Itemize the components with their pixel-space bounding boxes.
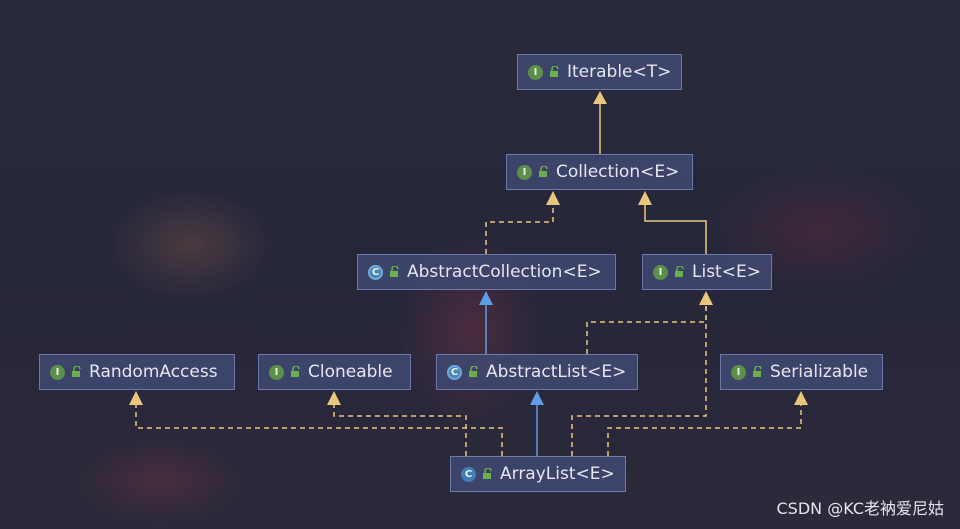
arrow-head <box>327 391 341 405</box>
unlock-icon <box>72 366 81 377</box>
unlock-icon <box>390 266 399 277</box>
unlock-icon <box>753 366 762 377</box>
node-label: RandomAccess <box>89 362 218 382</box>
edge-arraylist-cloneable <box>333 403 467 456</box>
node-list[interactable]: I List<E> <box>642 254 772 290</box>
node-cloneable[interactable]: I Cloneable <box>258 354 411 390</box>
node-label: Collection<E> <box>556 162 680 182</box>
class-icon: C <box>461 466 476 482</box>
node-abstract-list[interactable]: C AbstractList<E> <box>436 354 638 390</box>
arrow-head <box>699 291 713 305</box>
node-iterable[interactable]: I Iterable<T> <box>517 54 682 90</box>
interface-icon: I <box>269 364 284 380</box>
arrow-head <box>546 191 560 205</box>
edge-list-collection <box>644 203 707 254</box>
node-label: Cloneable <box>308 362 393 382</box>
edge-abstractlist-list <box>586 303 707 354</box>
arrow-head <box>593 91 607 104</box>
interface-icon: I <box>653 264 668 280</box>
unlock-icon <box>469 366 478 377</box>
node-label: ArrayList<E> <box>500 464 615 484</box>
edge-arraylist-list <box>571 303 707 456</box>
abstract-class-icon: C <box>368 264 383 280</box>
edge-abstractcollection-collection <box>485 203 554 254</box>
node-collection[interactable]: I Collection<E> <box>506 154 693 190</box>
node-abstract-collection[interactable]: C AbstractCollection<E> <box>357 254 616 290</box>
arrow-head <box>638 191 652 205</box>
node-label: Serializable <box>770 362 869 382</box>
interface-icon: I <box>50 364 65 380</box>
abstract-class-icon: C <box>447 364 462 380</box>
node-random-access[interactable]: I RandomAccess <box>39 354 235 390</box>
node-label: List<E> <box>692 262 761 282</box>
arrow-head <box>530 391 544 405</box>
node-label: Iterable<T> <box>567 62 672 82</box>
edge-arraylist-randomaccess <box>135 403 503 456</box>
arrow-head <box>794 391 808 405</box>
arrow-head <box>129 391 143 405</box>
arrow-head <box>479 291 493 305</box>
unlock-icon <box>483 468 492 479</box>
unlock-icon <box>291 366 300 377</box>
watermark: CSDN @KC老衲爱尼姑 <box>776 499 945 518</box>
node-label: AbstractList<E> <box>486 362 627 382</box>
edge-arraylist-serializable <box>607 403 802 456</box>
interface-icon: I <box>517 164 532 180</box>
interface-icon: I <box>731 364 746 380</box>
unlock-icon <box>675 266 684 277</box>
node-array-list[interactable]: C ArrayList<E> <box>450 456 626 492</box>
node-label: AbstractCollection<E> <box>407 262 602 282</box>
interface-icon: I <box>528 64 543 80</box>
unlock-icon <box>539 166 548 177</box>
node-serializable[interactable]: I Serializable <box>720 354 883 390</box>
unlock-icon <box>550 66 559 77</box>
